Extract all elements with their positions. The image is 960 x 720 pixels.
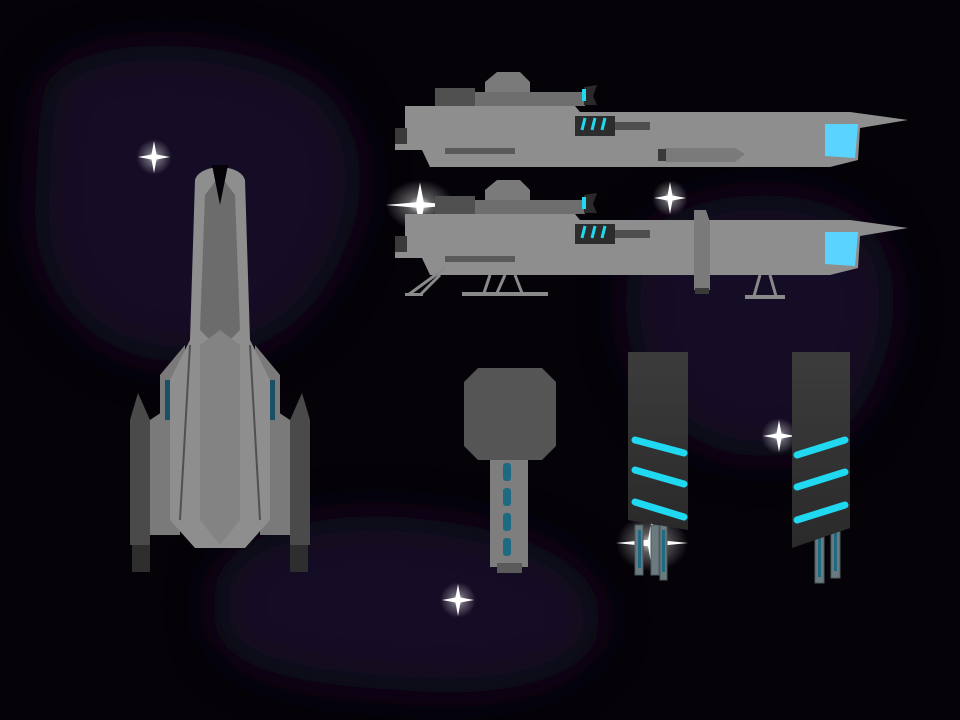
thruster-panel-left: [628, 352, 688, 581]
thruster-panel-right: [792, 352, 850, 584]
fighter-ship-top-view: [130, 165, 310, 572]
star-sparkle-icon: [440, 582, 476, 618]
engine-pod: [464, 368, 556, 573]
cruiser-ship-landing-view: [395, 180, 908, 299]
cruiser-ship-side-view: [395, 72, 908, 167]
star-sparkle-icon: [761, 418, 797, 454]
star-sparkle-icon: [136, 139, 172, 175]
star-sparkle-icon: [652, 180, 688, 216]
